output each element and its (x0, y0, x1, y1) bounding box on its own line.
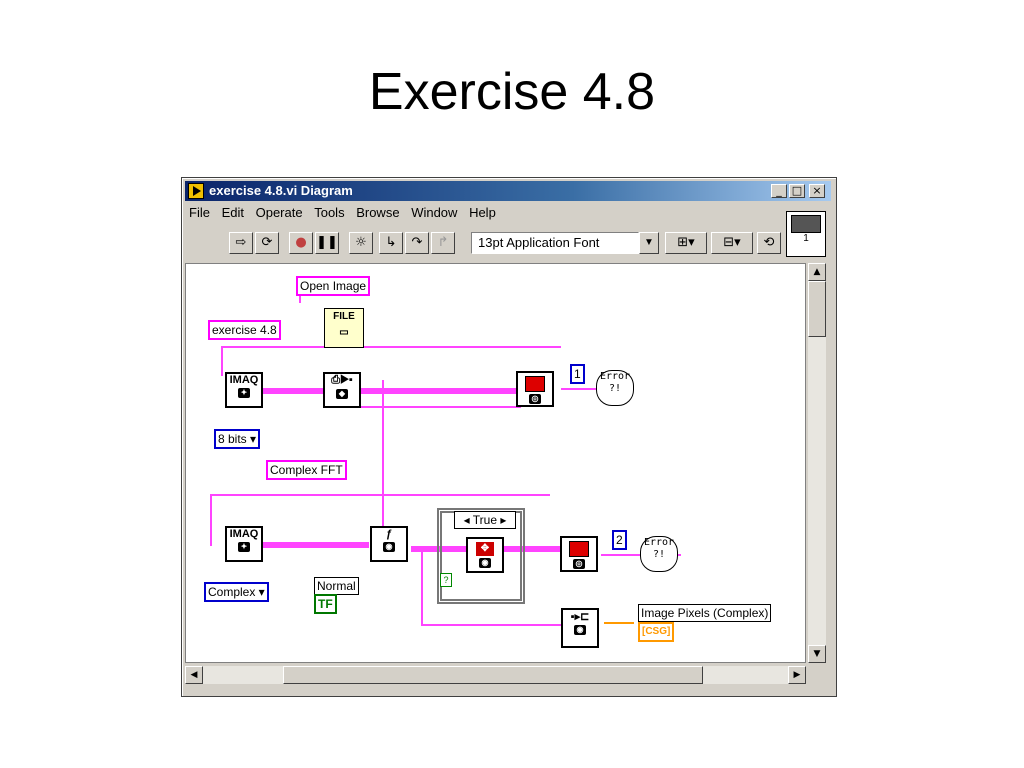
vertical-scrollbar[interactable]: ▲ ▼ (808, 263, 826, 663)
menu-file[interactable]: File (189, 205, 210, 220)
fft-icon: ƒ (385, 528, 393, 540)
step-out-icon[interactable]: ↱ (431, 232, 455, 254)
align-objects-icon[interactable]: ⊞▾ (665, 232, 707, 254)
menu-help[interactable]: Help (469, 205, 496, 220)
file-dialog-icon[interactable]: FILE▭ (324, 308, 364, 348)
highlight-execution-icon[interactable]: ☼ (349, 232, 373, 254)
maximize-button[interactable]: □ (789, 184, 805, 198)
image-to-array-node[interactable]: ▪▸⊏ ◉ (561, 608, 599, 648)
toolbar: ⇨ ⟳ ● ❚❚ ☼ ↳ ↷ ↱ 13pt Application Font ▼… (185, 228, 785, 258)
window-title: exercise 4.8.vi Diagram (209, 183, 353, 198)
window-display-icon (525, 376, 545, 392)
reorder-icon[interactable]: ⟲ (757, 232, 781, 254)
case-structure[interactable]: ◂ True ▸ ✥ ◉ ? (437, 508, 525, 604)
normal-label: Normal (314, 577, 359, 595)
complex-selector[interactable]: Complex ▾ (204, 582, 269, 602)
image-to-array-glyph-icon: ◉ (574, 625, 586, 635)
step-over-icon[interactable]: ↷ (405, 232, 429, 254)
window-display-icon-2 (569, 541, 589, 557)
vi-monitor-icon (791, 215, 821, 233)
step-into-icon[interactable]: ↳ (379, 232, 403, 254)
block-diagram[interactable]: Open Image exercise 4.8 FILE▭ IMAQ ✦ ⎙▶▪… (185, 263, 806, 663)
run-arrow-icon[interactable]: ⇨ (229, 232, 253, 254)
case-selector[interactable]: ◂ True ▸ (454, 511, 516, 529)
imaq-create-label-2: IMAQ (229, 528, 259, 540)
menu-operate[interactable]: Operate (255, 205, 303, 220)
close-button[interactable]: × (809, 184, 825, 198)
scroll-down-icon[interactable]: ▼ (808, 645, 826, 663)
error-handler-1[interactable]: Error ?! (596, 370, 634, 406)
vi-counter: 1 (803, 233, 809, 244)
abort-icon[interactable]: ● (289, 232, 313, 254)
create-glyph-icon: ✦ (238, 388, 250, 398)
distribute-objects-icon[interactable]: ⊟▾ (711, 232, 753, 254)
display-glyph-icon-2: ◎ (573, 559, 585, 569)
read-file-node[interactable]: ⎙▶▪ ◆ (323, 372, 361, 408)
slide-title: Exercise 4.8 (368, 63, 656, 121)
window-number-2[interactable]: 2 (612, 530, 627, 550)
case-glyph-icon: ◉ (479, 558, 491, 568)
fft-node[interactable]: ƒ ◉ (370, 526, 408, 562)
menu-edit[interactable]: Edit (221, 205, 244, 220)
menu-tools[interactable]: Tools (314, 205, 345, 220)
minimize-button[interactable]: _ (771, 184, 787, 198)
run-continuously-icon[interactable]: ⟳ (255, 232, 279, 254)
read-file-icon: ⎙▶▪ (331, 374, 353, 386)
imaq-create-label: IMAQ (229, 374, 259, 386)
fft-glyph-icon: ◉ (383, 542, 395, 552)
display-glyph-icon: ◎ (529, 394, 541, 404)
shift-icon: ✥ (476, 542, 494, 556)
menu-browse[interactable]: Browse (356, 205, 400, 220)
open-image-label: Open Image (296, 276, 371, 296)
display-node-1[interactable]: ◎ (516, 371, 554, 407)
pause-icon[interactable]: ❚❚ (315, 232, 339, 254)
imaq-create-node[interactable]: IMAQ ✦ (225, 372, 263, 408)
csg-indicator[interactable]: [CSG] (638, 622, 675, 642)
create-glyph-icon-2: ✦ (238, 542, 250, 552)
window-number-1[interactable]: 1 (570, 364, 585, 384)
case-selector-value: True (472, 513, 497, 527)
scroll-up-icon[interactable]: ▲ (808, 263, 826, 281)
imaq-create-node-2[interactable]: IMAQ ✦ (225, 526, 263, 562)
labview-icon (188, 183, 204, 199)
horizontal-scroll-thumb[interactable] (283, 666, 703, 684)
vertical-scroll-thumb[interactable] (808, 281, 826, 337)
horizontal-scrollbar[interactable]: ◀ ▶ (185, 666, 806, 684)
bits-selector[interactable]: 8 bits ▾ (214, 429, 261, 449)
read-file-glyph-icon: ◆ (336, 389, 348, 399)
case-inner-node[interactable]: ✥ ◉ (466, 537, 504, 573)
menu-window[interactable]: Window (411, 205, 458, 220)
font-selector[interactable]: 13pt Application Font (471, 232, 639, 254)
labview-window: exercise 4.8.vi Diagram _ □ × File Edit … (181, 177, 837, 697)
vi-connector-icon[interactable]: 1 (786, 211, 826, 257)
case-question-terminal: ? (440, 573, 452, 587)
title-bar: exercise 4.8.vi Diagram _ □ × (185, 181, 831, 201)
image-to-array-icon: ▪▸⊏ (570, 611, 590, 623)
error-handler-2[interactable]: Error ?! (640, 536, 678, 572)
tf-constant[interactable]: TF (314, 594, 337, 614)
image-pixels-label: Image Pixels (Complex) (638, 604, 772, 622)
complex-fft-label: Complex FFT (266, 460, 347, 480)
scroll-left-icon[interactable]: ◀ (185, 666, 203, 684)
display-node-2[interactable]: ◎ (560, 536, 598, 572)
scroll-right-icon[interactable]: ▶ (788, 666, 806, 684)
font-dropdown-icon[interactable]: ▼ (639, 232, 659, 254)
menu-bar: File Edit Operate Tools Browse Window He… (185, 205, 500, 225)
filename-constant[interactable]: exercise 4.8 (208, 320, 281, 340)
